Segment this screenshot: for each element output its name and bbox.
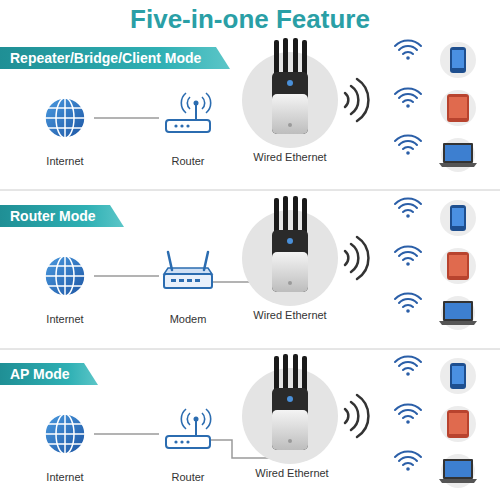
device-node: Internet [37,409,93,483]
wifi-symbol [395,356,421,375]
device-node: Router [160,93,216,167]
signal-waves [345,79,368,121]
page-title: Five-in-one Feature [0,4,500,35]
network-link [94,275,159,277]
panel-separator [0,190,500,191]
node-label: Internet [44,471,85,483]
panel-separator [0,349,500,350]
node-label: Router [169,155,206,167]
node-label: Repeater/Bridge/Client Mode [10,50,201,66]
globe-icon [45,98,85,138]
extender-icon [242,196,338,306]
network-link [94,117,159,119]
tablet-icon [440,248,476,284]
extender-icon [242,38,338,148]
router-icon [166,93,211,132]
laptop-icon [439,296,477,330]
network-link [94,433,159,435]
wifi-symbol [395,404,421,423]
panel-art [45,354,477,488]
wifi-symbol [395,198,421,217]
node-label: Router Mode [10,208,96,224]
signal-waves [345,237,368,279]
tablet-icon [440,90,476,126]
node-label: Internet [44,155,85,167]
device-node: Internet [37,93,93,167]
wire-label: Wired Ethernet [251,151,328,163]
tablet-icon [440,406,476,442]
node-label: AP Mode [10,366,70,382]
wire-label: Wired Ethernet [253,467,330,479]
mode-banner: Repeater/Bridge/Client Mode [0,47,230,69]
globe-icon [45,414,85,454]
wifi-symbol [395,40,421,59]
wifi-symbol [395,246,421,265]
router-icon [166,409,211,448]
device-node: Modem [160,251,216,325]
phone-icon [440,42,476,78]
wire-label: Wired Ethernet [251,309,328,321]
signal-waves [345,395,368,437]
wifi-symbol [395,135,421,154]
phone-icon [440,200,476,236]
phone-icon [440,358,476,394]
modem-icon [164,252,212,288]
laptop-icon [439,454,477,488]
laptop-icon [439,138,477,172]
wifi-symbol [395,88,421,107]
mode-banner: Router Mode [0,205,124,227]
node-label: Router [169,471,206,483]
wifi-symbol [395,451,421,470]
device-node: Internet [37,251,93,325]
globe-icon [45,256,85,296]
device-node: Router [160,409,216,483]
extender-icon [242,354,338,464]
wifi-symbol [395,293,421,312]
node-label: Internet [44,313,85,325]
node-label: Modem [168,313,209,325]
mode-banner: AP Mode [0,363,98,385]
